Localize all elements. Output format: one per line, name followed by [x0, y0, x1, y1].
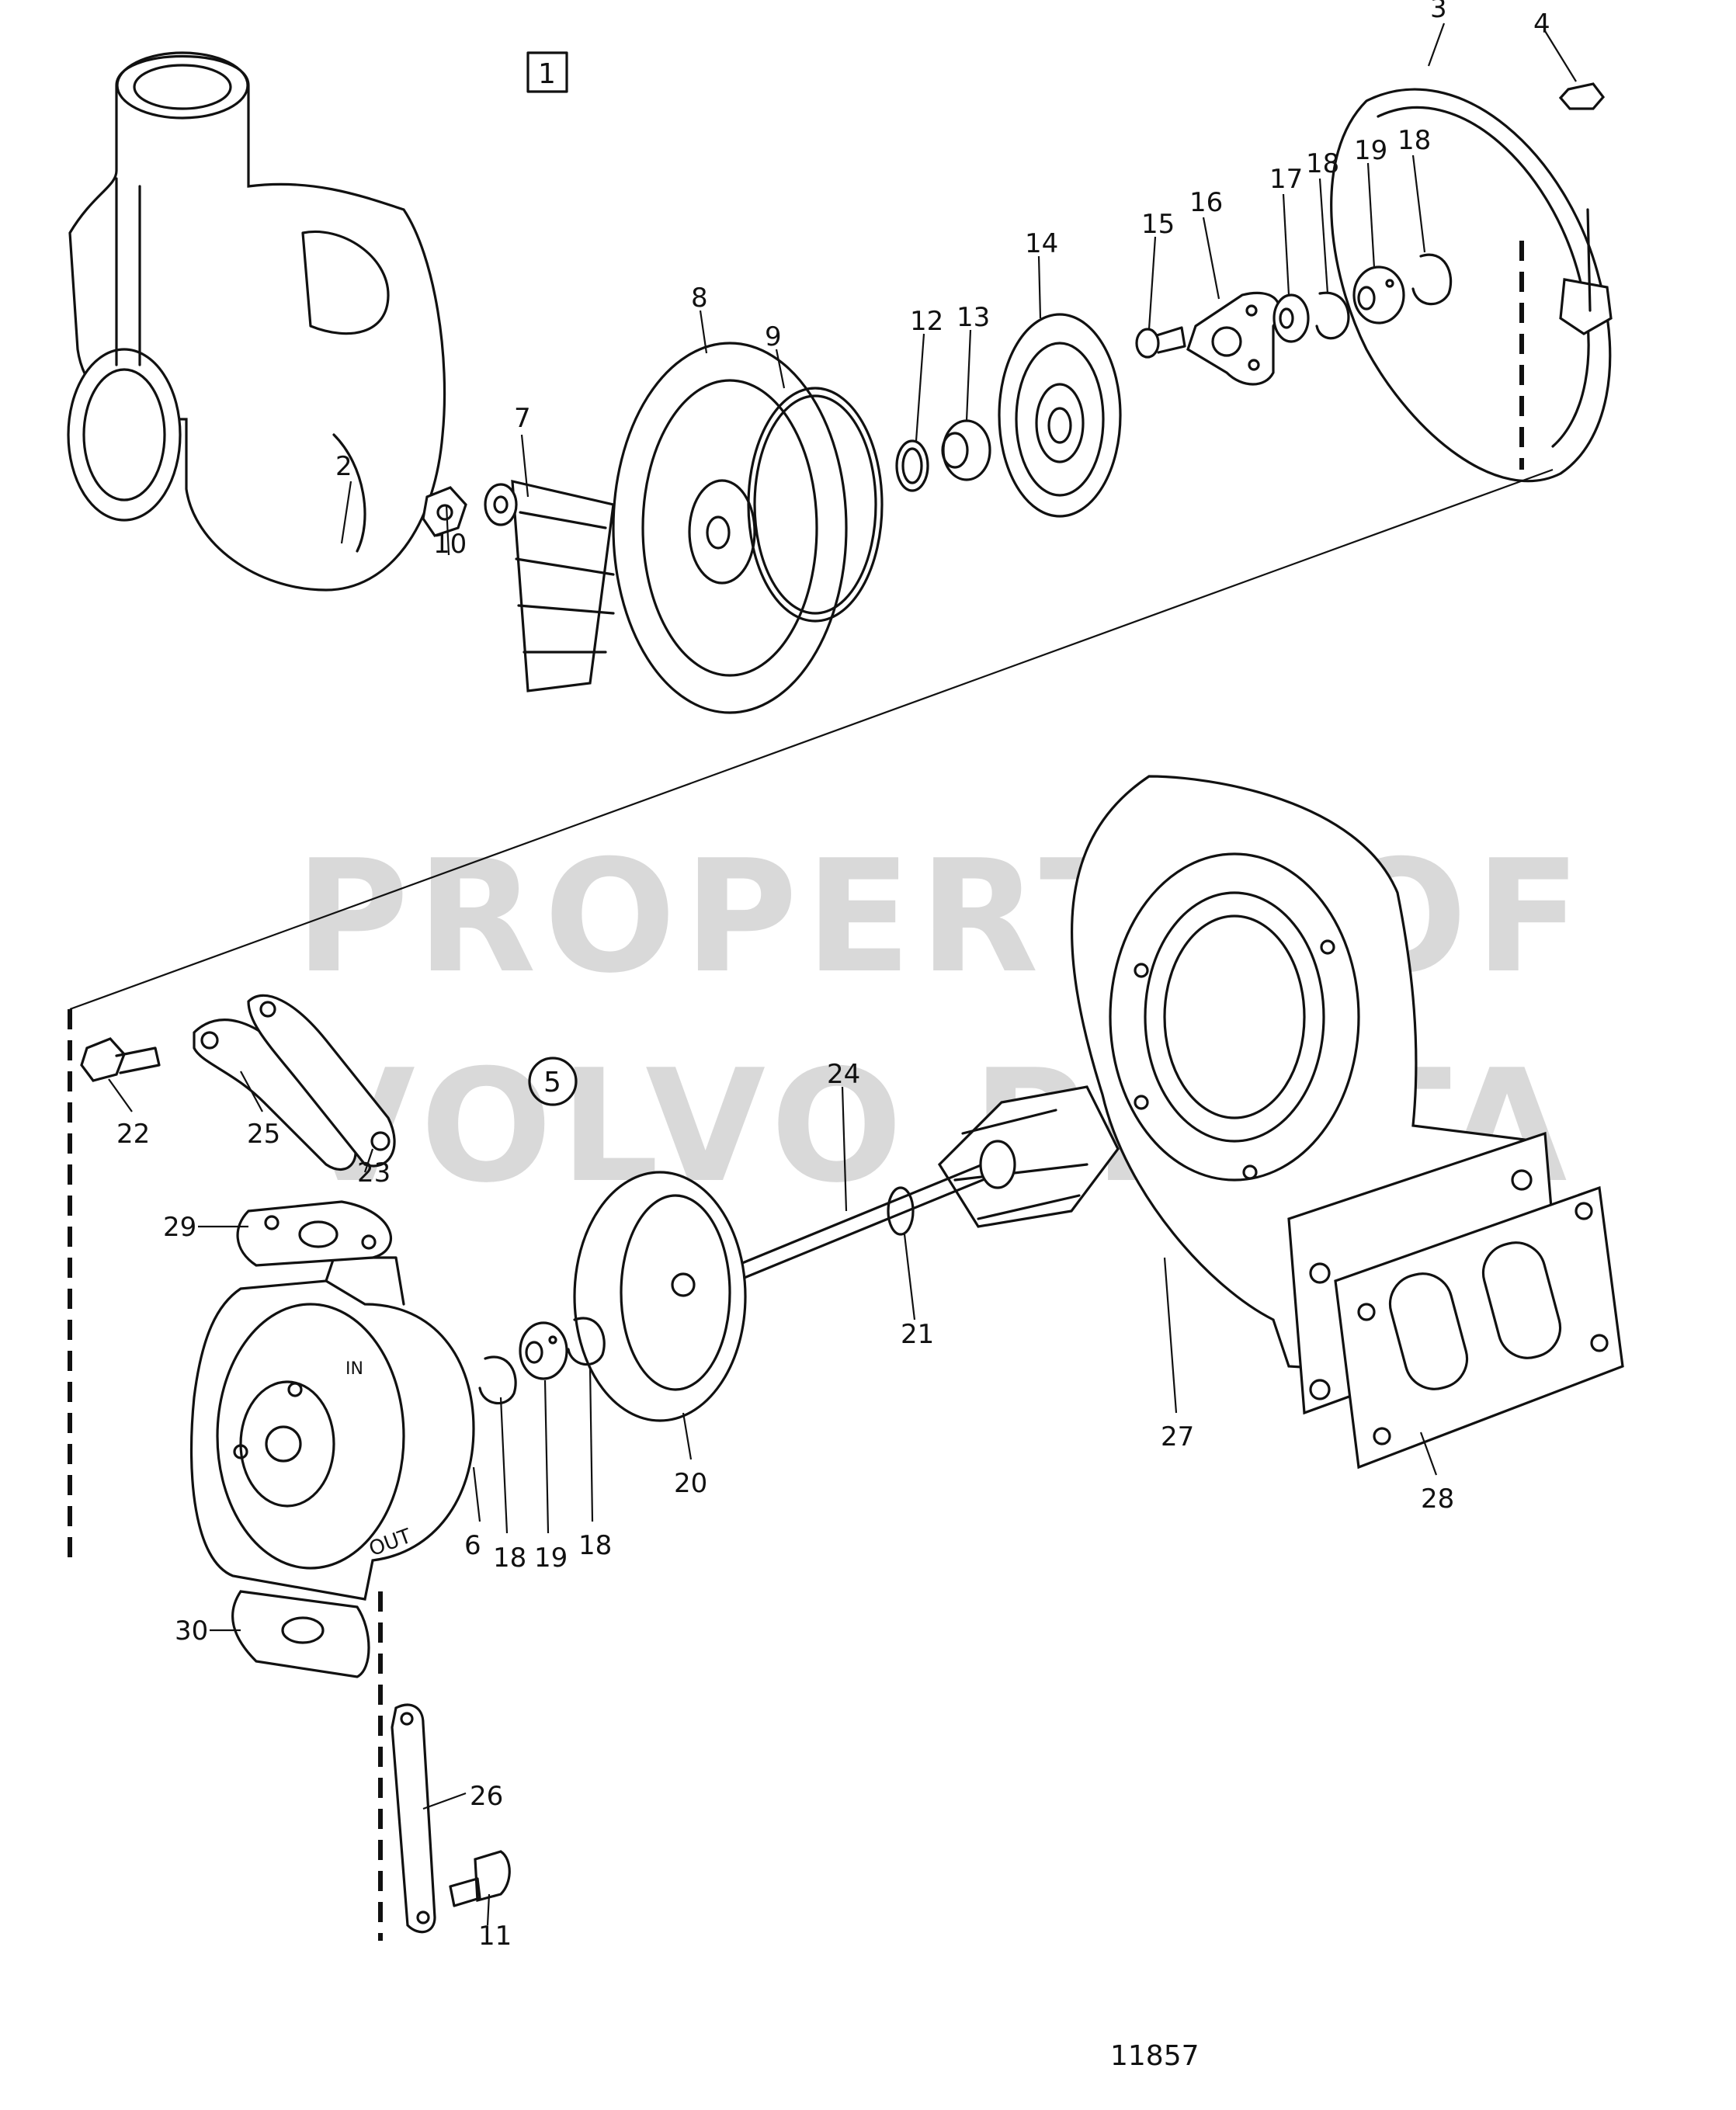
back-plate — [612, 342, 848, 714]
circlip-18-top-b — [1411, 253, 1453, 306]
circle-marker-text: 5 — [543, 1067, 561, 1098]
label-15: 15 — [1141, 209, 1175, 240]
label-7: 7 — [514, 403, 531, 434]
screw-11 — [449, 1850, 511, 1907]
label-14: 14 — [1025, 228, 1058, 259]
label-23: 23 — [357, 1157, 391, 1189]
link-26 — [391, 1703, 436, 1934]
screw-15 — [1135, 326, 1186, 359]
thrust-collar-13 — [941, 419, 991, 481]
exhaust-gasket-28 — [1334, 1185, 1624, 1470]
label-26: 26 — [470, 1781, 503, 1812]
thrust-bearing-16 — [1186, 291, 1281, 386]
label-22: 22 — [116, 1119, 150, 1150]
label-18-top-a: 18 — [1306, 148, 1339, 179]
nut-10 — [422, 486, 467, 537]
callout-labels: 2 3 4 6 7 8 9 10 11 12 13 14 15 16 17 18… — [116, 0, 1550, 1952]
turbine-shaft-24 — [697, 1085, 1120, 1296]
v-band-clamp — [1330, 88, 1613, 483]
nut-4 — [1558, 82, 1606, 110]
center-housing-6: IN OUT — [189, 1256, 475, 1601]
piston-ring-21 — [887, 1186, 915, 1236]
circlip-18-bottom-b — [567, 1317, 606, 1366]
heat-shield-20 — [573, 1171, 747, 1422]
label-2: 2 — [335, 451, 352, 482]
label-12: 12 — [910, 306, 943, 337]
label-21: 21 — [901, 1319, 934, 1350]
seal-ring-12 — [895, 439, 929, 492]
label-30: 30 — [175, 1615, 208, 1647]
assembly-boundary-lines — [68, 241, 1554, 1941]
leader-lines — [108, 23, 1577, 1926]
compressor-wheel — [484, 479, 615, 692]
housing-in-mark: IN — [345, 1359, 363, 1379]
label-18-bottom-a: 18 — [493, 1543, 526, 1574]
clamp-plate-23 — [247, 994, 396, 1168]
label-16: 16 — [1189, 187, 1223, 218]
bushing-17 — [1272, 293, 1310, 343]
label-28: 28 — [1421, 1484, 1454, 1515]
label-18-top-b: 18 — [1397, 125, 1431, 156]
circle-marker: 5 — [528, 1057, 578, 1106]
label-10: 10 — [433, 529, 467, 560]
label-6: 6 — [464, 1530, 481, 1561]
label-20: 20 — [674, 1468, 707, 1499]
o-ring-9 — [747, 387, 884, 623]
label-19-bottom: 19 — [534, 1543, 568, 1574]
label-13: 13 — [957, 302, 990, 333]
label-25: 25 — [247, 1119, 280, 1150]
label-4: 4 — [1533, 9, 1550, 40]
seal-plate-14 — [998, 313, 1122, 518]
label-17: 17 — [1269, 164, 1303, 195]
label-19-top: 19 — [1354, 135, 1387, 166]
figure-number: 11857 — [1110, 2040, 1200, 2072]
bearing-19-top — [1352, 265, 1405, 324]
label-9: 9 — [765, 321, 782, 352]
label-24: 24 — [827, 1059, 860, 1090]
lock-plate-25 — [193, 1019, 357, 1171]
oil-gasket-30 — [231, 1590, 370, 1678]
label-18-bottom-b: 18 — [578, 1530, 612, 1561]
label-11: 11 — [478, 1921, 512, 1952]
label-27: 27 — [1161, 1421, 1194, 1452]
circlip-18-bottom-a — [478, 1355, 517, 1405]
bearing-19-bottom — [519, 1321, 568, 1380]
box-marker: 1 — [526, 51, 568, 93]
compressor-housing — [67, 51, 446, 592]
label-3: 3 — [1430, 0, 1447, 24]
label-8: 8 — [691, 283, 708, 314]
circlip-18-top-a — [1315, 291, 1350, 340]
label-29: 29 — [163, 1212, 196, 1243]
oil-gasket-29 — [236, 1200, 392, 1267]
bolt-22 — [80, 1037, 161, 1082]
box-marker-text: 1 — [538, 58, 556, 90]
